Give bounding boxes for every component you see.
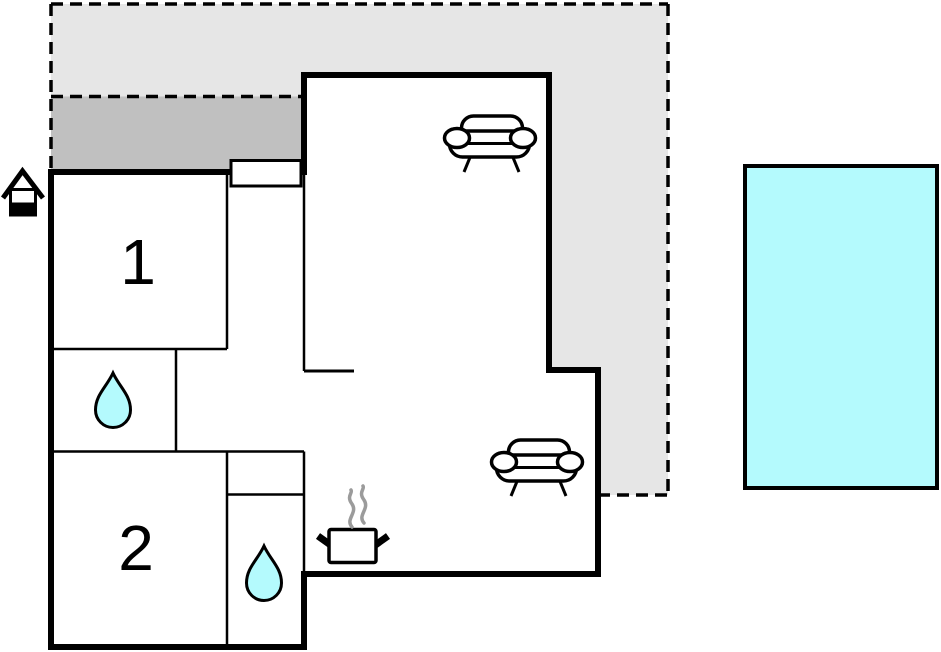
cooking-pot-icon [315, 527, 391, 565]
swimming-pool [743, 164, 939, 490]
building-outline [48, 72, 601, 650]
window-icon [229, 159, 303, 188]
room-2-label: 2 [118, 512, 154, 584]
entrance-icon [0, 166, 45, 217]
terrace-dashed-outline [49, 2, 670, 497]
interior-walls [51, 172, 354, 647]
steam-icon [347, 484, 368, 529]
room-1-label: 1 [120, 226, 156, 298]
terrace-area [51, 4, 668, 495]
